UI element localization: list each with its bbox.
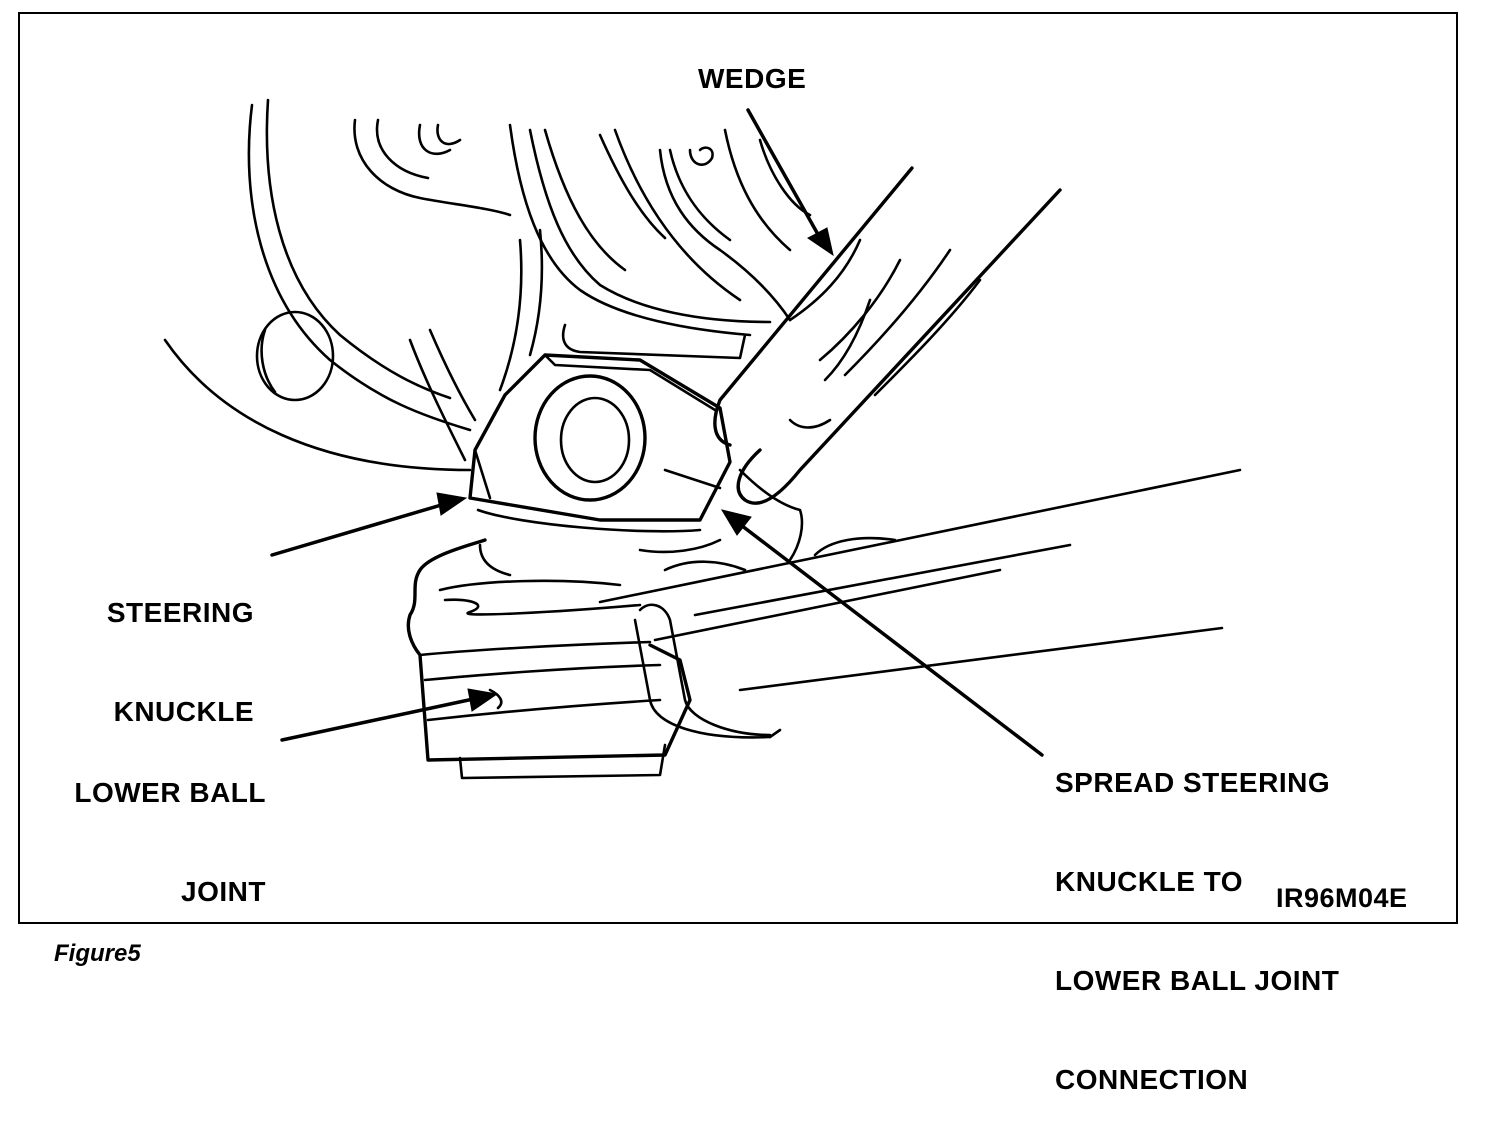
steering-knuckle-line-2: KNUCKLE [113,696,254,727]
steering-knuckle-line-1: STEERING [106,597,254,628]
knuckle-leader [270,501,450,557]
lower-ball-joint-housing [406,538,692,780]
control-arm [598,468,1242,739]
ball-joint-nut [468,323,747,522]
spread-arrowhead [720,509,752,536]
spread-note-line-2: KNUCKLE TO [1055,866,1244,897]
spread-note-line-1: SPREAD STEERING [1055,767,1331,798]
ball-joint-leader [280,696,480,742]
knuckle-arrowhead [436,492,468,516]
spread-note-line-3: LOWER BALL JOINT [1055,965,1340,996]
wedge-tool [713,166,1062,505]
figure-caption: Figure5 [54,940,141,967]
steering-knuckle-label: STEERING KNUCKLE [84,530,254,761]
wedge-arrowhead [807,227,834,257]
spread-note-line-4: CONNECTION [1055,1064,1249,1095]
spread-leader [735,520,1044,757]
lug-bolt [255,310,335,402]
figure-frame [18,12,1458,924]
lower-ball-joint-line-2: JOINT [181,876,266,907]
ball-joint-arrowhead [467,688,499,712]
lower-ball-joint-line-1: LOWER BALL [74,777,266,808]
knuckle-body [476,468,804,562]
lower-ball-joint-label: LOWER BALL JOINT [46,710,266,941]
leaders [270,108,1044,757]
line-illustration [163,98,1242,780]
figure-code: IR96M04E [1276,883,1408,913]
wedge-label: WEDGE [698,63,807,94]
rotor-outlines [163,98,812,472]
wedge-leader [746,108,822,240]
